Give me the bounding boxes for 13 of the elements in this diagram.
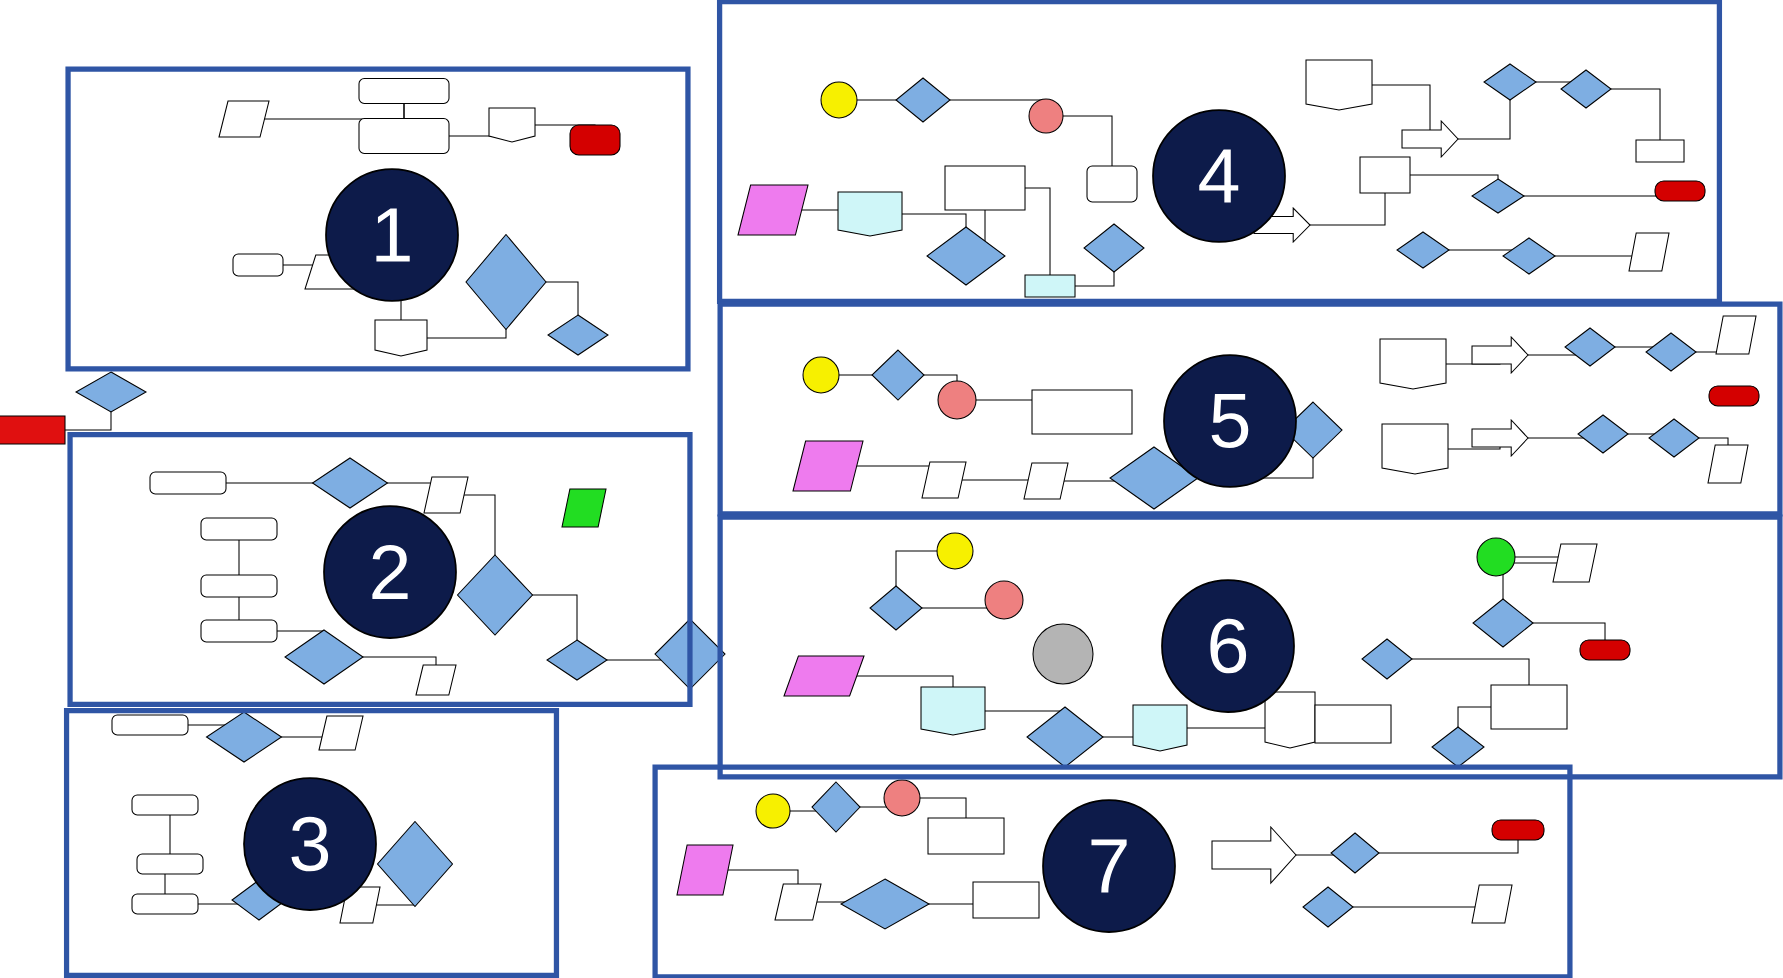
panel-frame [63,707,560,978]
number-badge: 5 [1163,354,1297,488]
panel-frame [717,514,1783,780]
number-badge: 2 [323,505,457,639]
number-badge: 4 [1152,109,1286,243]
number-badge: 6 [1161,579,1295,713]
number-badge: 7 [1042,799,1176,933]
panel-frame [652,764,1573,978]
panel-frame [717,301,1783,517]
panel-frame [65,66,691,372]
panel-frame [67,431,693,708]
number-badge: 3 [243,777,377,911]
number-badge: 1 [325,168,459,302]
